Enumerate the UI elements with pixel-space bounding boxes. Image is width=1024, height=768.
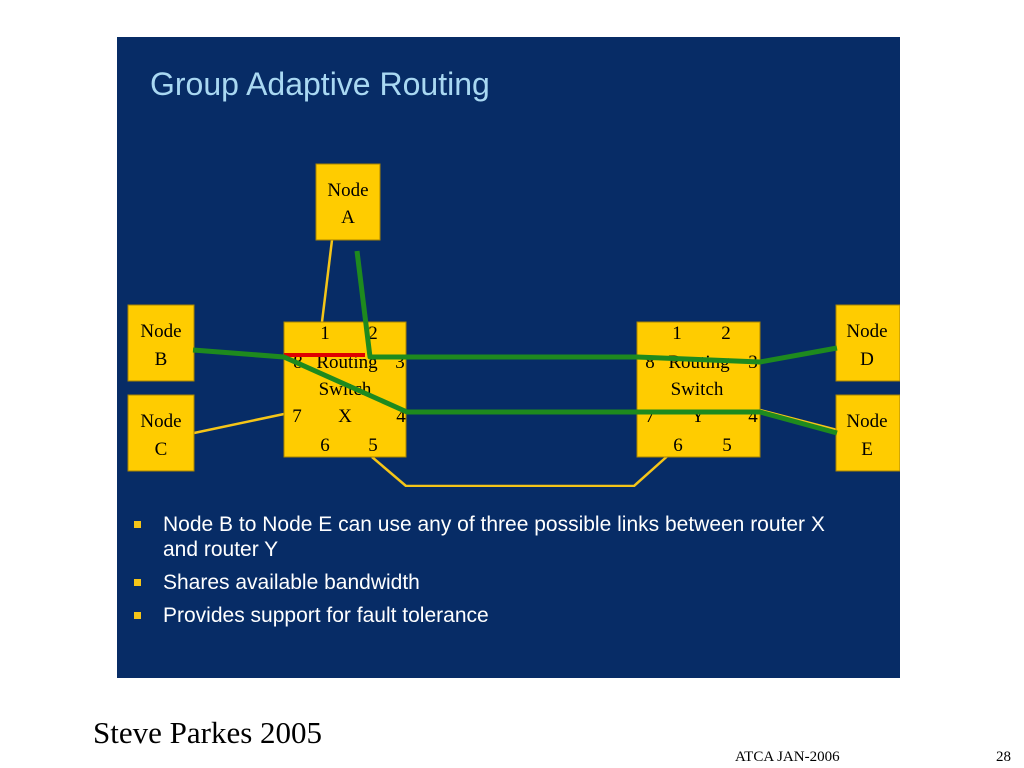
node-c-id: C — [155, 439, 168, 460]
routing-diagram: Node A Node B Node C Node D Node E — [127, 163, 900, 487]
bullet-list: Node B to Node E can use any of three po… — [125, 512, 865, 636]
link-node-c-to-switch-x — [193, 412, 285, 435]
switch-x-port-2: 2 — [368, 323, 378, 344]
switch-y-port-5: 5 — [722, 435, 732, 456]
square-bullet-icon — [134, 612, 141, 619]
switch-y-port-1: 1 — [672, 323, 682, 344]
node-d-label: Node — [846, 321, 887, 342]
bullet-item: Shares available bandwidth — [125, 570, 865, 595]
bullet-item: Node B to Node E can use any of three po… — [125, 512, 865, 562]
node-b-id: B — [155, 349, 168, 370]
node-e-id: E — [861, 439, 873, 460]
node-a-box — [315, 163, 381, 241]
node-a-id: A — [341, 207, 355, 228]
switch-x-routing-label: Routing — [316, 352, 378, 373]
node-e: Node E — [835, 394, 900, 472]
node-d-box — [835, 304, 900, 382]
square-bullet-icon — [134, 579, 141, 586]
switch-x-port-5: 5 — [368, 435, 378, 456]
switch-x-port-1: 1 — [320, 323, 330, 344]
node-c-box — [127, 394, 195, 472]
node-b-box — [127, 304, 195, 382]
node-c: Node C — [127, 394, 195, 472]
switch-y-box — [636, 321, 761, 458]
bullet-text: Shares available bandwidth — [163, 571, 420, 594]
route-node-b-to-node-e — [192, 347, 838, 436]
footer-event: ATCA JAN-2006 — [735, 749, 840, 765]
node-d-id: D — [860, 349, 874, 370]
route-node-a-to-node-d — [354, 250, 838, 365]
link-switch-x-port5-to-switch-y-port6 — [371, 451, 673, 487]
square-bullet-icon — [134, 521, 141, 528]
node-b: Node B — [127, 304, 195, 382]
switch-x-id: X — [338, 406, 352, 427]
switch-y-port-2: 2 — [721, 323, 731, 344]
page-number: 28 — [996, 749, 1011, 765]
routing-switch-x: 1 2 8 Routing 3 Switch 7 X 4 6 5 — [283, 321, 407, 458]
node-d: Node D — [835, 304, 900, 382]
node-e-label: Node — [846, 411, 887, 432]
switch-x-port-7: 7 — [292, 406, 302, 427]
switch-y-port-6: 6 — [673, 435, 683, 456]
node-a-label: Node — [327, 180, 368, 201]
bullet-item: Provides support for fault tolerance — [125, 603, 865, 628]
node-b-label: Node — [140, 321, 181, 342]
routing-switch-y: 1 2 8 Routing 3 Switch 7 Y 4 6 5 — [636, 321, 761, 458]
switch-x-box — [283, 321, 407, 458]
switch-y-switch-label: Switch — [671, 379, 724, 400]
switch-y-port-7: 7 — [645, 406, 655, 427]
node-c-label: Node — [140, 411, 181, 432]
switch-y-port-8: 8 — [645, 352, 655, 373]
slide-title: Group Adaptive Routing — [150, 66, 490, 102]
slide: Group Adaptive Routing Node A Node B Nod… — [117, 37, 900, 678]
switch-x-port-4: 4 — [396, 406, 406, 427]
link-node-a-to-switch-x — [320, 239, 334, 323]
switch-x-switch-label: Switch — [319, 379, 372, 400]
bullet-text: Node B to Node E can use any of three po… — [163, 513, 825, 561]
adaptive-routes — [192, 250, 838, 436]
switch-x-port-6: 6 — [320, 435, 330, 456]
switch-x-port-3: 3 — [395, 352, 405, 373]
switch-y-id: Y — [691, 406, 705, 427]
bullet-text: Provides support for fault tolerance — [163, 604, 489, 627]
node-a: Node A — [315, 163, 381, 241]
switch-y-port-4: 4 — [748, 406, 758, 427]
footer-author: Steve Parkes 2005 — [93, 715, 323, 750]
